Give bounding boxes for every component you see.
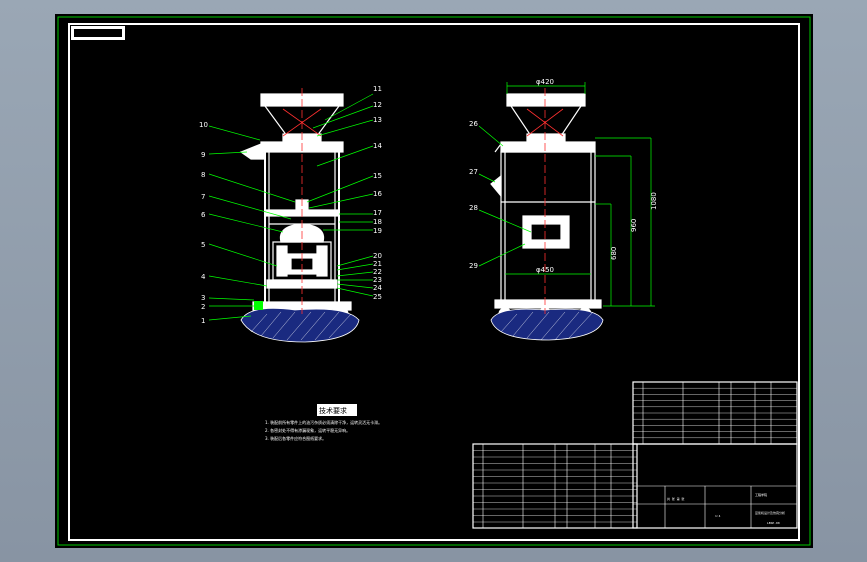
feed-chute [239, 143, 266, 160]
tech-req-1: 1. 装配前所有零件上的油污杂质必须清除干净，运转灵活无卡滞。 [265, 419, 382, 425]
side-hatch-lines [500, 311, 594, 341]
side-window [530, 223, 562, 241]
dim-top-width: φ420 [536, 78, 554, 86]
motor-left-side [276, 245, 288, 277]
parts-rows-lower [473, 450, 637, 523]
title-block-school: 工程学院 [755, 492, 767, 497]
callout-9: 9 [201, 151, 205, 159]
front-left-leaders [208, 125, 296, 321]
front-cross-2 [282, 108, 322, 137]
side-cross-2 [526, 108, 564, 137]
callout-28: 28 [469, 204, 478, 212]
corner-label-inner [74, 29, 122, 37]
callout-26: 26 [469, 120, 478, 128]
callout-12: 12 [373, 101, 382, 109]
front-right-leaders [306, 93, 374, 297]
title-block-scale: 1:4 [715, 514, 721, 518]
title-block-drawing-no: LBSP-00 [767, 521, 780, 525]
inner-frame [68, 23, 800, 541]
dim-height-960: 960 [630, 219, 638, 232]
callout-25: 25 [373, 293, 382, 301]
callout-15: 15 [373, 172, 382, 180]
callout-3: 3 [201, 294, 205, 302]
assembly-drawing: 1 2 3 4 5 6 7 8 9 10 11 12 13 14 15 16 1… [57, 16, 811, 546]
tech-req-2: 2. 各密封处不得有渗漏现象，运转平稳无异响。 [265, 427, 350, 433]
callout-4: 4 [201, 273, 206, 281]
side-hopper-funnel [510, 105, 582, 137]
side-hopper-neck [526, 133, 566, 143]
front-view [239, 93, 352, 321]
front-hatch-lines [250, 311, 352, 341]
callout-16: 16 [373, 190, 382, 198]
callout-13: 13 [373, 116, 382, 124]
tech-requirements-title: 技术要求 [319, 406, 347, 415]
callout-27: 27 [469, 168, 478, 176]
side-hopper-flange [506, 93, 586, 107]
title-block-title: 豆浆机设计及仿真分析 [755, 510, 785, 515]
dim-base-width: φ450 [536, 266, 554, 274]
callout-29: 29 [469, 262, 478, 270]
drawing-sheet: 1 2 3 4 5 6 7 8 9 10 11 12 13 14 15 16 1… [55, 14, 813, 548]
callout-23: 23 [373, 276, 382, 284]
callout-22: 22 [373, 268, 382, 276]
callout-21: 21 [373, 260, 382, 268]
outer-frame [57, 16, 811, 546]
parts-rows-upper [633, 388, 797, 445]
callout-10: 10 [199, 121, 208, 129]
dim-height-680: 680 [610, 247, 618, 260]
callout-20: 20 [373, 252, 382, 260]
callout-18: 18 [373, 218, 382, 226]
callout-17: 17 [373, 209, 382, 217]
dim-height-1080: 1080 [650, 192, 658, 210]
callout-11: 11 [373, 85, 382, 93]
green-marker [254, 301, 263, 310]
callout-5: 5 [201, 241, 205, 249]
callout-8: 8 [201, 171, 205, 179]
tech-title-box [317, 404, 357, 416]
tech-req-3: 3. 装配后各零件应符合图纸要求。 [265, 435, 326, 441]
callout-6: 6 [201, 211, 206, 219]
callout-19: 19 [373, 227, 382, 235]
title-block-sheet: 共 张 第 张 [667, 496, 684, 501]
callout-7: 7 [201, 193, 205, 201]
motor-right-side [316, 245, 328, 277]
front-callouts: 1 2 3 4 5 6 7 8 9 10 11 12 13 14 15 16 1… [199, 85, 382, 325]
side-outlet [490, 174, 502, 198]
parts-list [472, 381, 798, 529]
callout-14: 14 [373, 142, 382, 150]
callout-1: 1 [201, 317, 205, 325]
side-view [490, 93, 602, 321]
front-hatch-base [240, 307, 360, 343]
callout-2: 2 [201, 303, 205, 311]
side-dimension-lines [478, 82, 655, 307]
callout-24: 24 [373, 284, 382, 292]
side-cap [494, 143, 596, 153]
side-base-plate [494, 299, 602, 309]
